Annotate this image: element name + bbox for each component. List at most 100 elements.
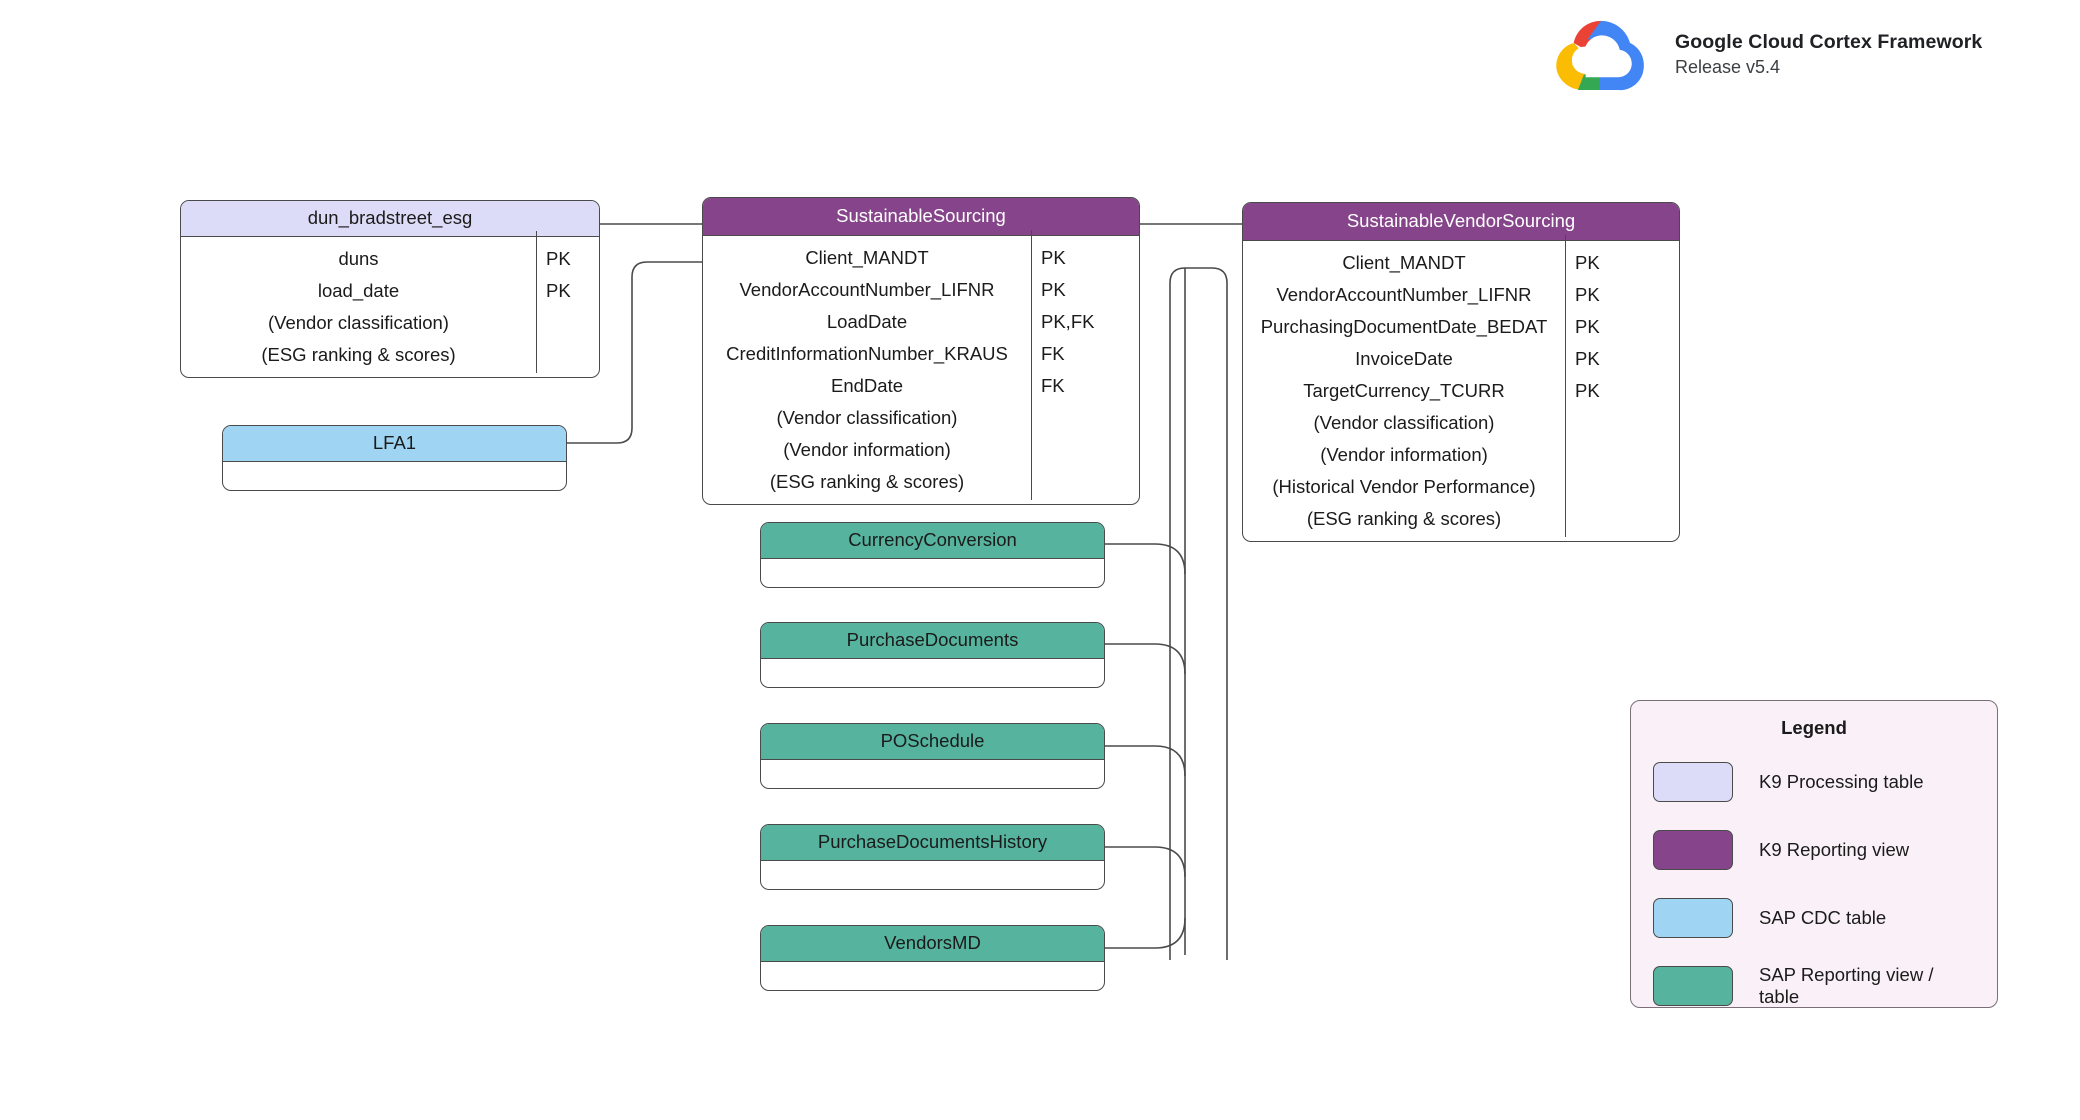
field-name: (Historical Vendor Performance): [1272, 476, 1536, 497]
entity-title-lfa1: LFA1: [223, 426, 566, 462]
legend-item: K9 Processing table: [1653, 753, 1975, 811]
field-row: CreditInformationNumber_KRAUS FK: [703, 338, 1139, 370]
field-key: FK: [1031, 338, 1138, 370]
field-row: (Historical Vendor Performance): [1243, 471, 1679, 503]
field-row: load_date PK: [181, 275, 599, 307]
entity-box-purchasedocumentshistory[interactable]: PurchaseDocumentsHistory: [760, 824, 1105, 890]
field-row: InvoiceDate PK: [1243, 343, 1679, 375]
entity-title-dun_bradstreet_esg: dun_bradstreet_esg: [181, 201, 599, 237]
entity-fields-sustainablesourcing: Client_MANDT PK VendorAccountNumber_LIFNR P…: [703, 230, 1139, 504]
field-name: (ESG ranking & scores): [261, 344, 456, 365]
entity-title-sustainablevendorsourcing: SustainableVendorSourcing: [1243, 203, 1679, 241]
field-key: PK: [536, 275, 598, 307]
field-key: [1031, 434, 1138, 466]
brand-header: Google Cloud Cortex Framework Release v5…: [1545, 10, 2005, 100]
field-name: duns: [338, 248, 379, 269]
legend-label: SAP Reporting view / table: [1759, 964, 1934, 1007]
field-row: duns PK: [181, 243, 599, 275]
entity-fields-poschedule: [761, 760, 1104, 788]
field-name: TargetCurrency_TCURR: [1303, 380, 1505, 401]
field-key: PK: [1031, 242, 1138, 274]
field-row: (Vendor classification): [703, 402, 1139, 434]
field-key: [1031, 466, 1138, 498]
legend-item: SAP Reporting view / table: [1653, 957, 1975, 1015]
field-name: (Vendor information): [783, 439, 951, 460]
entity-box-currencyconversion[interactable]: CurrencyConversion: [760, 522, 1105, 588]
field-name: CreditInformationNumber_KRAUS: [726, 343, 1008, 364]
field-name: Client_MANDT: [805, 247, 929, 268]
field-key: [536, 307, 598, 339]
field-row: (Vendor information): [703, 434, 1139, 466]
field-key: PK: [536, 243, 598, 275]
field-name: (Vendor classification): [776, 407, 958, 428]
field-key: PK: [1565, 247, 1678, 279]
field-key: [1565, 407, 1678, 439]
field-row: LoadDate PK,FK: [703, 306, 1139, 338]
field-name: Client_MANDT: [1342, 252, 1466, 273]
entity-box-poschedule[interactable]: POSchedule: [760, 723, 1105, 789]
field-name: (Vendor information): [1320, 444, 1488, 465]
field-row: (Vendor classification): [1243, 407, 1679, 439]
key-column-divider: [1031, 230, 1032, 500]
legend-label: K9 Processing table: [1759, 771, 1924, 792]
entity-fields-purchasedocumentshistory: [761, 861, 1104, 889]
field-row: Client_MANDT PK: [1243, 247, 1679, 279]
field-name: load_date: [317, 280, 400, 301]
key-column-divider: [536, 231, 537, 373]
brand-title: Google Cloud Cortex Framework: [1675, 31, 1983, 54]
field-row: (ESG ranking & scores): [1243, 503, 1679, 535]
field-name: InvoiceDate: [1355, 348, 1453, 369]
entity-box-vendorsmd[interactable]: VendorsMD: [760, 925, 1105, 991]
field-key: PK: [1565, 279, 1678, 311]
field-key: [1565, 503, 1678, 535]
field-row: (ESG ranking & scores): [703, 466, 1139, 498]
entity-fields-currencyconversion: [761, 559, 1104, 587]
legend-swatch: [1653, 830, 1733, 870]
field-row: (Vendor information): [1243, 439, 1679, 471]
legend-swatch: [1653, 762, 1733, 802]
field-key: PK,FK: [1031, 306, 1138, 338]
field-key: [1565, 439, 1678, 471]
field-name: VendorAccountNumber_LIFNR: [739, 279, 995, 300]
field-name: LoadDate: [826, 311, 908, 332]
entity-fields-lfa1: [223, 462, 566, 490]
field-key: [1565, 471, 1678, 503]
entity-title-currencyconversion: CurrencyConversion: [761, 523, 1104, 559]
legend-item: K9 Reporting view: [1653, 821, 1975, 879]
field-key: PK: [1565, 375, 1678, 407]
legend-swatch: [1653, 966, 1733, 1006]
legend-panel: Legend K9 Processing table K9 Reporting v…: [1630, 700, 1998, 1008]
entity-title-poschedule: POSchedule: [761, 724, 1104, 760]
legend-title: Legend: [1781, 717, 1847, 738]
entity-fields-vendorsmd: [761, 962, 1104, 990]
field-name: (ESG ranking & scores): [1306, 508, 1502, 529]
field-key: [1031, 402, 1138, 434]
legend-label: K9 Reporting view: [1759, 839, 1910, 860]
field-row: Client_MANDT PK: [703, 242, 1139, 274]
field-name: (Vendor classification): [268, 312, 449, 333]
field-name: PurchasingDocumentDate_BEDAT: [1260, 316, 1548, 337]
field-key: PK: [1565, 343, 1678, 375]
field-row: TargetCurrency_TCURR PK: [1243, 375, 1679, 407]
entity-fields-purchasedocuments: [761, 659, 1104, 687]
field-name: EndDate: [831, 375, 903, 396]
field-key: [536, 339, 598, 371]
entity-box-purchasedocuments[interactable]: PurchaseDocuments: [760, 622, 1105, 688]
legend-label: SAP CDC table: [1759, 907, 1887, 928]
entity-title-sustainablesourcing: SustainableSourcing: [703, 198, 1139, 236]
entity-box-lfa1[interactable]: LFA1: [222, 425, 567, 491]
field-name: (Vendor classification): [1313, 412, 1495, 433]
legend-item: SAP CDC table: [1653, 889, 1975, 947]
entity-title-purchasedocuments: PurchaseDocuments: [761, 623, 1104, 659]
key-column-divider: [1565, 235, 1566, 537]
field-key: PK: [1031, 274, 1138, 306]
